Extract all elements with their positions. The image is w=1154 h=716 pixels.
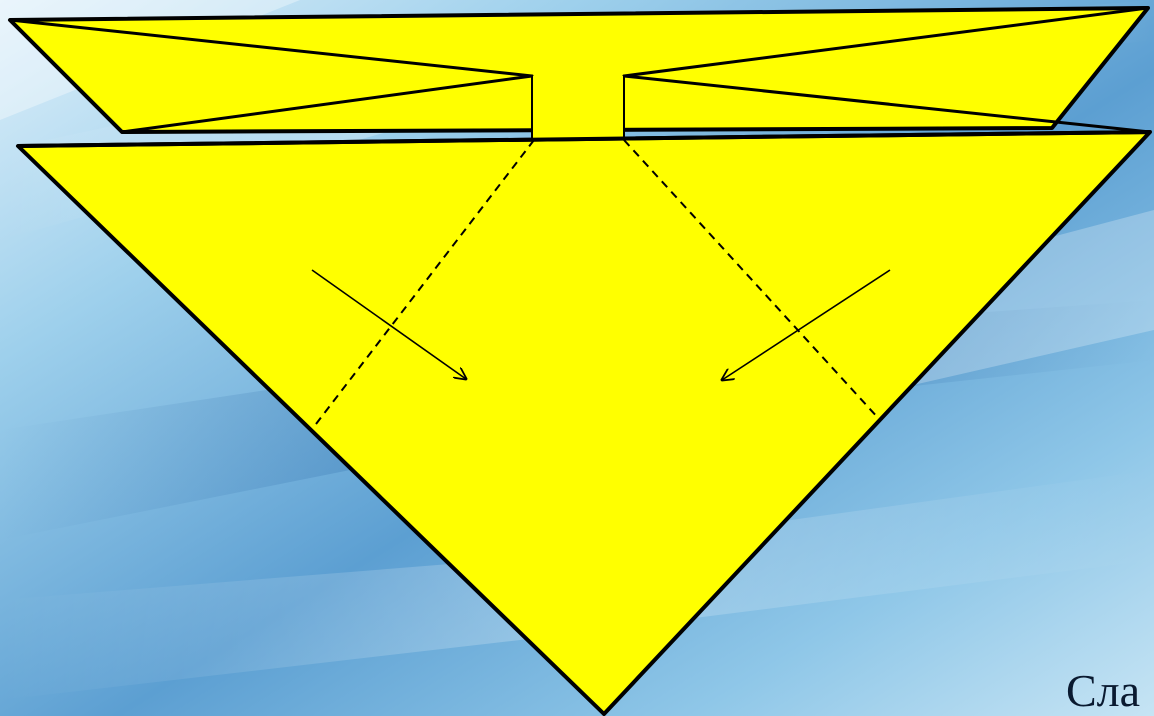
- tab: [532, 76, 624, 140]
- slide-caption: Сла: [1066, 668, 1140, 714]
